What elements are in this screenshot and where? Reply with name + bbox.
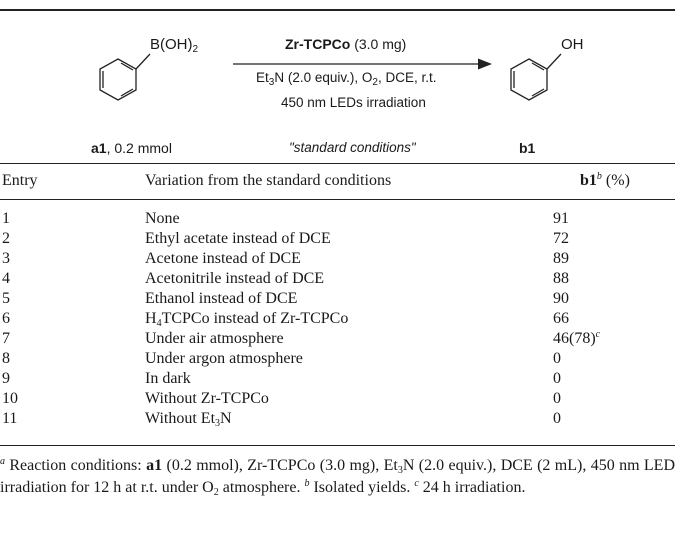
header-variation: Variation from the standard conditions (145, 172, 392, 189)
reaction-arrow (233, 58, 492, 70)
yield-cell: 0 (553, 370, 561, 387)
entry-cell: 11 (2, 410, 18, 427)
table-row: 4 Acetonitrile instead of DCE 88 (0, 269, 675, 289)
yield-cell: 89 (553, 250, 569, 267)
yield-cell: 88 (553, 270, 569, 287)
entry-cell: 7 (2, 330, 10, 347)
entry-cell: 3 (2, 250, 10, 267)
variation-cell: Without Zr-TCPCo (145, 390, 269, 407)
variation-cell: Ethanol instead of DCE (145, 290, 298, 307)
yield-cell: 0 (553, 410, 561, 427)
reaction-scheme-drawing (99, 53, 562, 101)
table-row: 8 Under argon atmosphere 0 (0, 349, 675, 369)
table-row: 7 Under air atmosphere 46(78)c (0, 329, 675, 349)
yield-cell: 46(78)c (553, 329, 601, 348)
table-footnotes: a Reaction conditions: a1 (0.2 mmol), Zr… (0, 456, 675, 498)
variation-cell: Acetone instead of DCE (145, 250, 301, 267)
table-row: 6 H4TCPCo instead of Zr-TCPCo 66 (0, 309, 675, 329)
variation-cell: In dark (145, 370, 191, 387)
entry-cell: 9 (2, 370, 10, 387)
yield-cell: 0 (553, 390, 561, 407)
header-yield: b1b (%) (580, 171, 630, 190)
variation-cell: H4TCPCo instead of Zr-TCPCo (145, 310, 349, 329)
variation-cell: Acetonitrile instead of DCE (145, 270, 325, 287)
entry-cell: 10 (2, 390, 18, 407)
yield-cell: 66 (553, 310, 569, 327)
entry-cell: 6 (2, 310, 10, 327)
variation-cell: None (145, 210, 180, 227)
table-row: 9 In dark 0 (0, 369, 675, 389)
yield-cell: 90 (553, 290, 569, 307)
variation-cell: Without Et3N (145, 410, 232, 429)
product-group-label: OH (561, 36, 584, 53)
standard-conditions-label: "standard conditions" (289, 140, 416, 155)
table-row: 1 None 91 (0, 209, 675, 229)
table-bottom-rule (0, 445, 675, 447)
table-row: 3 Acetone instead of DCE 89 (0, 249, 675, 269)
entry-cell: 5 (2, 290, 10, 307)
table-row: 2 Ethyl acetate instead of DCE 72 (0, 229, 675, 249)
variation-cell: Under air atmosphere (145, 330, 284, 347)
reaction-scheme: B(OH)2 a1, 0.2 mmol Zr-TCPCo (3.0 mg) Et… (0, 10, 675, 163)
table-row: 10 Without Zr-TCPCo 0 (0, 389, 675, 409)
table-row: 11 Without Et3N 0 (0, 409, 675, 429)
entry-cell: 1 (2, 210, 10, 227)
catalyst-label: Zr-TCPCo (3.0 mg) (285, 36, 407, 52)
product-label: b1 (519, 140, 536, 156)
benzene-ring-reactant (99, 53, 151, 101)
header-entry: Entry (2, 172, 38, 189)
yield-cell: 72 (553, 230, 569, 247)
benzene-ring-product (510, 53, 562, 101)
table-top-rule (0, 9, 675, 11)
entry-cell: 4 (2, 270, 10, 287)
header-rule (0, 199, 675, 200)
reactant-group-label: B(OH)2 (150, 36, 199, 55)
yield-cell: 91 (553, 210, 569, 227)
variation-cell: Under argon atmosphere (145, 350, 303, 367)
entry-cell: 2 (2, 230, 10, 247)
variation-cell: Ethyl acetate instead of DCE (145, 230, 331, 247)
entry-cell: 8 (2, 350, 10, 367)
scheme-divider-rule (0, 163, 675, 165)
table-row: 5 Ethanol instead of DCE 90 (0, 289, 675, 309)
light-source-label: 450 nm LEDs irradiation (281, 95, 426, 110)
conditions-line: Et3N (2.0 equiv.), O2, DCE, r.t. (256, 70, 437, 88)
yield-cell: 0 (553, 350, 561, 367)
reactant-label: a1, 0.2 mmol (91, 140, 172, 156)
